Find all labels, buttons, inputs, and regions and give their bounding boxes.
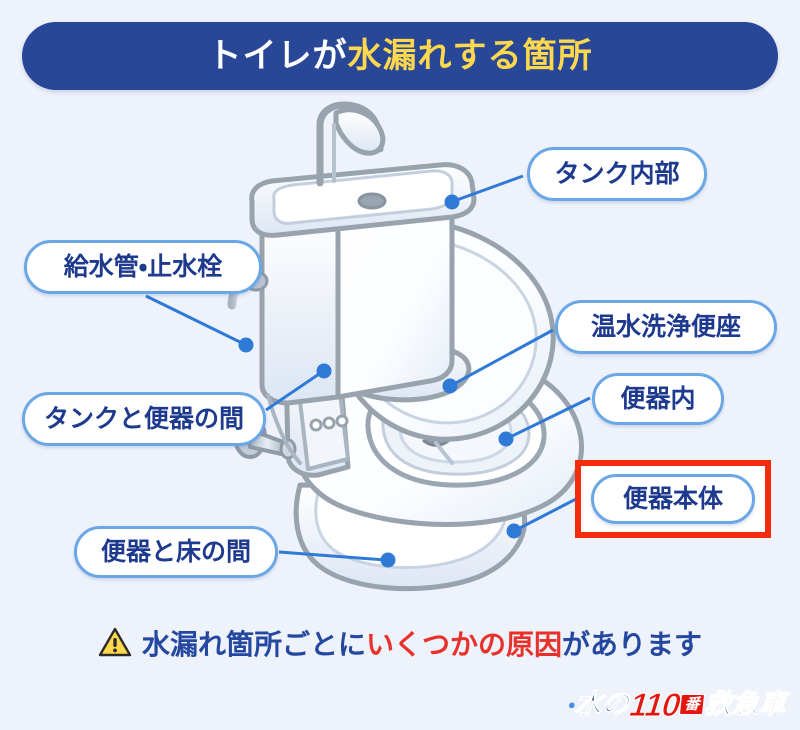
- callout-bowl-floor-gap[interactable]: 便器と床の間: [74, 526, 278, 578]
- warning-triangle-icon: [98, 627, 132, 663]
- callout-label: 便器本体: [622, 484, 723, 513]
- callout-bowl-body[interactable]: 便器本体: [591, 474, 755, 524]
- callout-label: 温水洗浄便座: [590, 312, 741, 341]
- caption-part-2: いくつかの原因: [365, 629, 562, 660]
- callout-label: 給水管・止水栓: [63, 252, 223, 281]
- logo-number: 110: [627, 685, 682, 723]
- logo-ban-badge: 番: [678, 693, 705, 715]
- callout-label: 便器と床の間: [100, 537, 251, 566]
- page-title-plain: トイレが: [207, 37, 348, 75]
- page-title-accent: 水漏れする箇所: [347, 37, 593, 75]
- footer-caption: 水漏れ箇所ごとにいくつかの原因があります: [0, 622, 800, 668]
- page-title-banner: トイレが水漏れする箇所: [22, 22, 778, 90]
- callout-tank-bowl-gap[interactable]: タンクと便器の間: [22, 392, 266, 446]
- callout-bowl-inside[interactable]: 便器内: [592, 373, 724, 425]
- callout-supply-pipe[interactable]: 給水管・止水栓: [24, 240, 262, 294]
- callout-washlet[interactable]: 温水洗浄便座: [555, 300, 777, 354]
- callout-tank-inside[interactable]: タンク内部: [527, 147, 707, 201]
- callout-label: 便器内: [620, 384, 696, 413]
- page-title: トイレが水漏れする箇所: [208, 39, 593, 73]
- caption-part-3: があります: [562, 629, 703, 660]
- logo-tail: 救急車: [702, 688, 787, 719]
- brand-logo[interactable]: ● 水の 110 番 救急車: [560, 684, 787, 724]
- caption-part-1: 水漏れ箇所ごとに: [141, 629, 366, 660]
- callout-label: タンク内部: [554, 159, 680, 188]
- toilet-illustration: [0, 95, 800, 595]
- logo-water: 水の: [572, 688, 630, 719]
- caption-line: 水漏れ箇所ごとにいくつかの原因があります: [142, 631, 702, 659]
- callout-label: タンクと便器の間: [43, 404, 244, 433]
